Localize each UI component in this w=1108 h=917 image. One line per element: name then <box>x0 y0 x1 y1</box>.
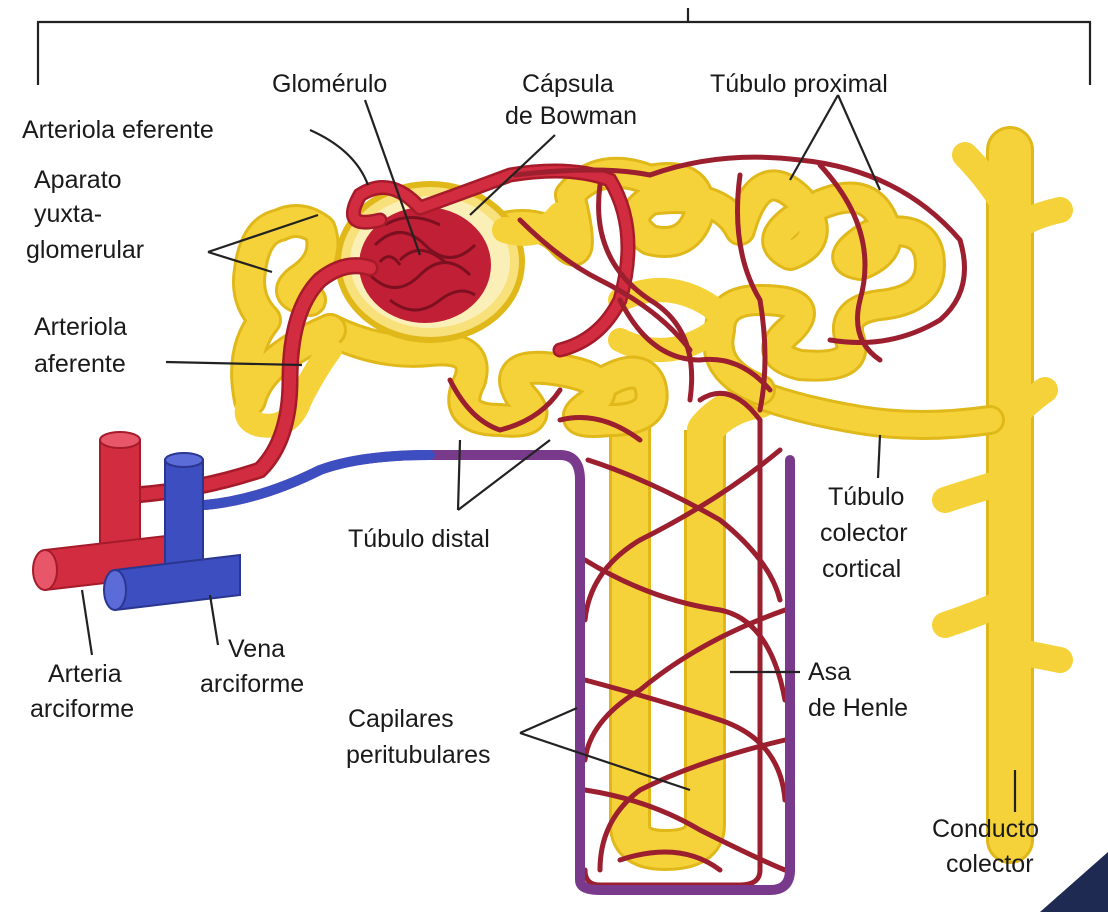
label-asa-1: Asa <box>808 658 851 686</box>
label-tubulo-colector-2: colector <box>820 519 908 547</box>
label-arteria-1: Arteria <box>48 660 122 688</box>
label-glomerulo: Glomérulo <box>272 70 387 98</box>
label-aparato-3: glomerular <box>26 236 144 264</box>
arcuate-vessels <box>33 432 240 610</box>
label-capilares-2: peritubulares <box>346 741 491 769</box>
label-vena-1: Vena <box>228 635 285 663</box>
label-aparato-1: Aparato <box>34 166 122 194</box>
label-capsula-2: de Bowman <box>505 102 637 130</box>
label-vena-2: arciforme <box>200 670 304 698</box>
label-tubulo-distal: Túbulo distal <box>348 525 490 553</box>
label-capilares-1: Capilares <box>348 705 454 733</box>
corner-decoration <box>1040 852 1108 912</box>
label-conducto-1: Conducto <box>932 815 1039 843</box>
label-tubulo-colector-1: Túbulo <box>828 483 904 511</box>
label-arteriola-aferente-1: Arteriola <box>34 313 127 341</box>
label-tubulo-proximal: Túbulo proximal <box>710 70 888 98</box>
label-tubulo-colector-3: cortical <box>822 555 901 583</box>
label-conducto-2: colector <box>946 850 1034 878</box>
label-arteriola-aferente-2: aferente <box>34 350 126 378</box>
label-aparato-2: yuxta- <box>34 200 102 228</box>
label-arteria-2: arciforme <box>30 695 134 723</box>
label-asa-2: de Henle <box>808 694 908 722</box>
label-arteriola-eferente: Arteriola eferente <box>22 116 214 144</box>
label-capsula-1: Cápsula <box>522 70 614 98</box>
cortical-collecting-tubule <box>760 395 990 425</box>
